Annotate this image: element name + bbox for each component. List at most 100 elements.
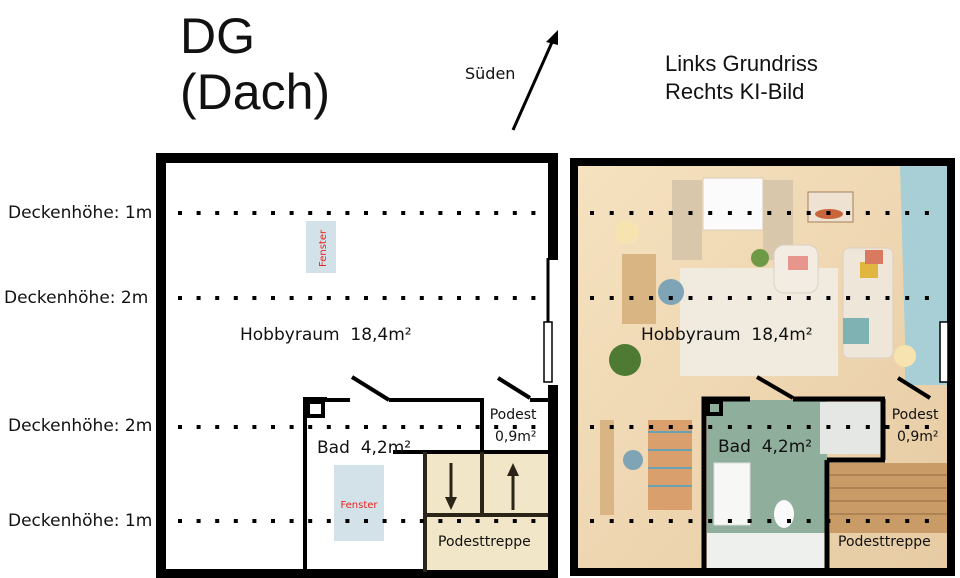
ceiling-dot <box>668 425 673 429</box>
ceiling-dot <box>401 211 406 215</box>
ceiling-dot <box>865 296 870 300</box>
ceiling-dot <box>326 425 331 429</box>
ceiling-dot <box>382 425 387 429</box>
podest-door <box>496 376 532 400</box>
render-chair-2 <box>623 450 643 470</box>
ceiling-dot <box>382 211 387 215</box>
render-desk <box>622 254 656 324</box>
render-cushion-yellow <box>860 262 878 278</box>
render-area-bad: 4,2m² <box>761 437 813 457</box>
render-label-stairs: Podesttreppe <box>838 534 931 550</box>
ceiling-dot <box>401 519 406 523</box>
ceiling-dot <box>289 425 294 429</box>
ceiling-dot <box>865 519 870 523</box>
ceiling-dot <box>178 425 182 429</box>
ceiling-dot <box>905 519 910 523</box>
ceiling-dot <box>419 519 424 523</box>
ceiling-dot <box>590 425 594 429</box>
room-area-hobby: 18,4m² <box>350 325 412 345</box>
ceiling-dot <box>865 211 870 215</box>
ceiling-dot <box>629 519 634 523</box>
ceiling-dot <box>531 296 536 300</box>
ceiling-dot <box>747 211 752 215</box>
ceiling-dot <box>649 519 654 523</box>
ceiling-lines-render <box>590 211 929 523</box>
ceiling-dot <box>215 296 220 300</box>
ceiling-dot <box>494 519 499 523</box>
render-label-podest: Podest 0,9m² <box>891 404 939 448</box>
ceiling-dot <box>289 211 294 215</box>
ceiling-dot <box>457 211 461 215</box>
ceiling-dot <box>196 425 201 429</box>
ceiling-dot <box>609 296 614 300</box>
ceiling-dot <box>531 211 536 215</box>
ceiling-dot <box>252 519 257 523</box>
ceiling-dot <box>419 211 424 215</box>
ceiling-dot <box>475 519 480 523</box>
ceiling-dot <box>688 211 693 215</box>
window-label-bad: Fenster <box>340 500 378 511</box>
render-rug-stripes <box>648 431 692 487</box>
render-bath-floor <box>707 533 827 568</box>
ceiling-dot <box>475 296 480 300</box>
ceiling-line-floorplan-4 <box>178 519 536 523</box>
ceiling-dot <box>345 211 350 215</box>
render-name-hobby: Hobbyraum <box>641 325 741 345</box>
legend-line1: Links Grundriss <box>665 51 818 76</box>
window-skylight-bad <box>334 465 384 541</box>
render-name-bad: Bad <box>718 437 751 457</box>
ceiling-dot <box>233 519 238 523</box>
ceiling-dot <box>178 519 182 523</box>
ceiling-dot <box>865 425 870 429</box>
ceiling-dot <box>252 296 257 300</box>
ceiling-dot <box>629 296 634 300</box>
ceiling-dot <box>289 296 294 300</box>
ceiling-dot <box>688 519 693 523</box>
ceiling-dot <box>806 296 811 300</box>
ceiling-dot <box>271 211 275 215</box>
ceiling-dot <box>649 211 654 215</box>
ceiling-dot <box>419 425 424 429</box>
ceiling-dot <box>846 296 851 300</box>
ceiling-dot <box>708 211 713 215</box>
render-plant <box>609 344 641 376</box>
ceiling-dot <box>708 296 713 300</box>
ceiling-dot <box>767 211 772 215</box>
ceiling-dot <box>364 296 368 300</box>
ceiling-dot <box>401 425 406 429</box>
render-bad-wall-left <box>701 396 750 568</box>
ceiling-dot <box>457 519 461 523</box>
render-label-bad: Bad 4,2m² <box>718 437 812 457</box>
render-striped-rug <box>648 420 692 510</box>
floor-title-line2: (Dach) <box>180 64 331 120</box>
ceiling-dot <box>364 211 368 215</box>
ceiling-dot <box>727 425 732 429</box>
ceiling-dot <box>531 425 536 429</box>
ceiling-dot <box>885 425 890 429</box>
ceiling-dot <box>494 296 499 300</box>
ceiling-dot <box>457 296 461 300</box>
ceiling-dot <box>708 519 713 523</box>
ceiling-lines-floorplan <box>178 211 536 523</box>
ceiling-dot <box>727 211 732 215</box>
ceiling-dot <box>364 425 368 429</box>
room-area-bad: 4,2m² <box>360 438 412 458</box>
ceiling-dot <box>271 296 275 300</box>
room-label-podest: Podest 0,9m² <box>489 404 537 448</box>
ceiling-dot <box>438 519 443 523</box>
ceiling-dot <box>688 425 693 429</box>
ceiling-line-render-1 <box>590 211 929 215</box>
render-label-hobby: Hobbyraum 18,4m² <box>641 325 813 345</box>
ceiling-dot <box>787 211 791 215</box>
ceiling-dot <box>846 425 851 429</box>
ceiling-dot <box>609 211 614 215</box>
ceiling-dot <box>326 296 331 300</box>
render-toilet <box>774 500 794 528</box>
ceiling-height-label-1: Deckenhöhe: 1m <box>8 203 153 223</box>
room-label-hobby: Hobbyraum 18,4m² <box>240 325 412 345</box>
ceiling-dot <box>629 211 634 215</box>
ceiling-dot <box>531 519 536 523</box>
ceiling-dot <box>494 211 499 215</box>
ceiling-dot <box>233 296 238 300</box>
ceiling-dot <box>806 211 811 215</box>
